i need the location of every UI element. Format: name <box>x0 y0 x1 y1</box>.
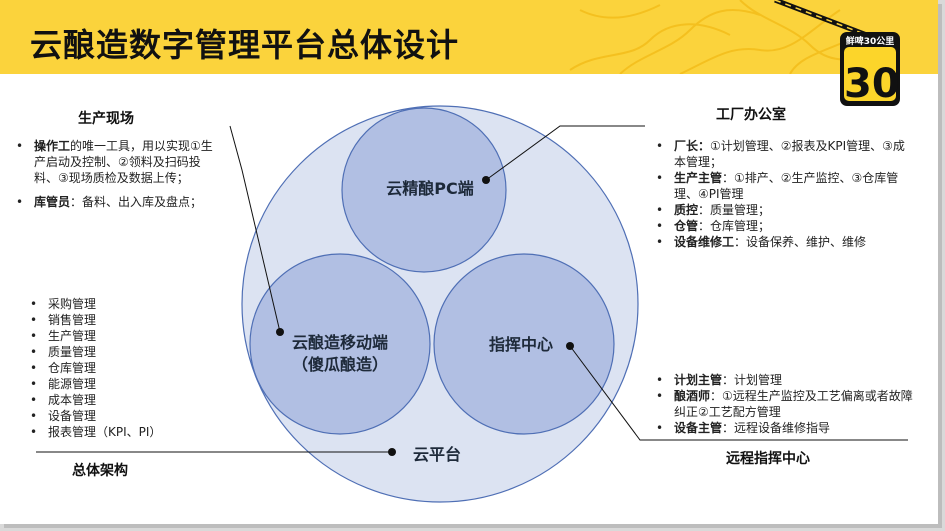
connector-dot-mobile <box>276 328 284 336</box>
list-item: • 库管员：备料、出入库及盘点； <box>12 194 222 210</box>
section-title-overall-architecture: 总体架构 <box>72 463 128 479</box>
list-item: • 设备管理 <box>26 408 226 424</box>
label-pc-client: 云精酿PC端 <box>386 179 474 198</box>
list-item: • 酿酒师：①远程生产监控及工艺偏离或者故障纠正②工艺配方管理 <box>652 388 914 420</box>
bullet: • <box>656 373 664 387</box>
role-label: 库管员 <box>34 195 71 209</box>
bullet: • <box>30 409 38 423</box>
bullet: • <box>656 235 664 249</box>
role-text: ：①排产、②生产监控、③仓库管理、④PI管理 <box>674 171 899 201</box>
module-name: 采购管理 <box>48 297 97 311</box>
module-name: 质量管理 <box>48 345 97 359</box>
label-mobile-client: 云酿造移动端 （傻瓜酿造） <box>278 332 402 376</box>
list-item: • 厂长：①计划管理、②报表及KPI管理、③成本管理； <box>652 138 914 170</box>
list-item: • 成本管理 <box>26 392 226 408</box>
list-item: • 能源管理 <box>26 376 226 392</box>
connector-remote-command <box>569 345 908 441</box>
header-band: 云酿造数字管理平台总体设计 <box>0 0 938 74</box>
bullet: • <box>30 393 38 407</box>
connector-production-site <box>229 125 281 333</box>
venn-diagram <box>36 105 908 503</box>
list-item: • 销售管理 <box>26 312 226 328</box>
list-item: • 设备维修工：设备保养、维护、维修 <box>652 234 914 250</box>
bullet: • <box>656 171 664 185</box>
logo-badge: 30 <box>844 47 900 107</box>
bullet: • <box>16 195 24 209</box>
bullet: • <box>30 425 38 439</box>
module-name: 报表管理（KPI、PI） <box>48 425 162 439</box>
bullet: • <box>16 139 24 153</box>
page-title: 云酿造数字管理平台总体设计 <box>30 26 460 64</box>
role-text: ：①远程生产监控及工艺偏离或者故障纠正②工艺配方管理 <box>674 389 913 419</box>
label-mobile-line1: 云酿造移动端 <box>291 333 388 352</box>
role-label: 计划主管 <box>674 373 723 387</box>
circle-mobile-client <box>249 253 431 435</box>
list-item: • 报表管理（KPI、PI） <box>26 424 226 440</box>
bullet: • <box>656 219 664 233</box>
bullet: • <box>30 297 38 311</box>
role-label: 酿酒师 <box>674 389 711 403</box>
module-name: 生产管理 <box>48 329 97 343</box>
role-text: ：仓库管理； <box>698 219 771 233</box>
slide: 云酿造数字管理平台总体设计 鲜啤30公里 30 云精酿PC端 云酿造移动端 （ <box>0 0 938 524</box>
connector-dot-pc <box>482 176 490 184</box>
list-item: • 质量管理 <box>26 344 226 360</box>
bullet: • <box>656 389 664 403</box>
section-title-remote-command: 远程指挥中心 <box>726 451 810 467</box>
bullet: • <box>656 421 664 435</box>
role-text: ：计划管理 <box>722 373 783 387</box>
section-title-factory-office: 工厂办公室 <box>716 107 786 123</box>
list-item: • 设备主管：远程设备维修指导 <box>652 420 914 436</box>
bullet: • <box>656 203 664 217</box>
list-item: • 仓库管理 <box>26 360 226 376</box>
role-label: 生产主管 <box>674 171 723 185</box>
list-item: • 质控：质量管理； <box>652 202 914 218</box>
list-item: • 生产主管：①排产、②生产监控、③仓库管理、④PI管理 <box>652 170 914 202</box>
label-mobile-line2: （傻瓜酿造） <box>291 355 388 374</box>
role-text: 的唯一工具，用以实现①生产启动及控制、②领料及扫码投料、③现场质检及数据上传； <box>34 139 213 185</box>
module-name: 成本管理 <box>48 393 97 407</box>
circle-command-center <box>433 253 615 435</box>
module-name: 设备管理 <box>48 409 97 423</box>
role-label: 设备维修工 <box>674 235 735 249</box>
role-label: 仓管 <box>674 219 699 233</box>
bullet: • <box>30 329 38 343</box>
circle-pc-client <box>341 107 507 273</box>
list-item: • 计划主管：计划管理 <box>652 372 914 388</box>
logo-top-text: 鲜啤30公里 <box>845 37 895 47</box>
module-name: 仓库管理 <box>48 361 97 375</box>
label-command-center: 指挥中心 <box>488 335 553 354</box>
role-text: ：备料、出入库及盘点； <box>70 195 203 209</box>
role-text: ：远程设备维修指导 <box>722 421 831 435</box>
list-item: • 仓管：仓库管理； <box>652 218 914 234</box>
bullet: • <box>656 139 664 153</box>
role-label: 质控 <box>674 203 699 217</box>
brand-logo: 鲜啤30公里 30 <box>840 32 900 107</box>
list-factory-office: • 厂长：①计划管理、②报表及KPI管理、③成本管理； • 生产主管：①排产、②生产… <box>652 138 914 250</box>
connector-dot-command <box>566 342 574 350</box>
role-text: ：设备保养、维护、维修 <box>734 235 867 249</box>
section-title-production-site: 生产现场 <box>78 111 134 127</box>
list-remote-command: • 计划主管：计划管理 • 酿酒师：①远程生产监控及工艺偏离或者故障纠正②工艺配方管… <box>652 372 914 436</box>
module-name: 能源管理 <box>48 377 97 391</box>
logo-number: 30 <box>844 61 900 107</box>
label-cloud-platform: 云平台 <box>412 445 461 464</box>
module-name: 销售管理 <box>48 313 97 327</box>
bullet: • <box>30 377 38 391</box>
role-text: ：质量管理； <box>698 203 771 217</box>
bullet: • <box>30 313 38 327</box>
list-item: • 采购管理 <box>26 296 226 312</box>
list-item: • 操作工的唯一工具，用以实现①生产启动及控制、②领料及扫码投料、③现场质检及数据… <box>12 138 222 186</box>
connector-factory-office <box>485 125 645 181</box>
connector-dot-platform <box>388 448 396 456</box>
role-label: 厂长： <box>674 139 711 153</box>
list-production-site: • 操作工的唯一工具，用以实现①生产启动及控制、②领料及扫码投料、③现场质检及数据… <box>12 138 222 210</box>
role-text: ①计划管理、②报表及KPI管理、③成本管理； <box>674 139 905 169</box>
role-label: 设备主管 <box>674 421 723 435</box>
list-overall-architecture: • 采购管理 • 销售管理 • 生产管理 • 质量管理 • 仓库管理 • 能源管理 • 成本管… <box>26 296 226 440</box>
bullet: • <box>30 345 38 359</box>
bullet: • <box>30 361 38 375</box>
role-label: 操作工 <box>34 139 71 153</box>
list-item: • 生产管理 <box>26 328 226 344</box>
